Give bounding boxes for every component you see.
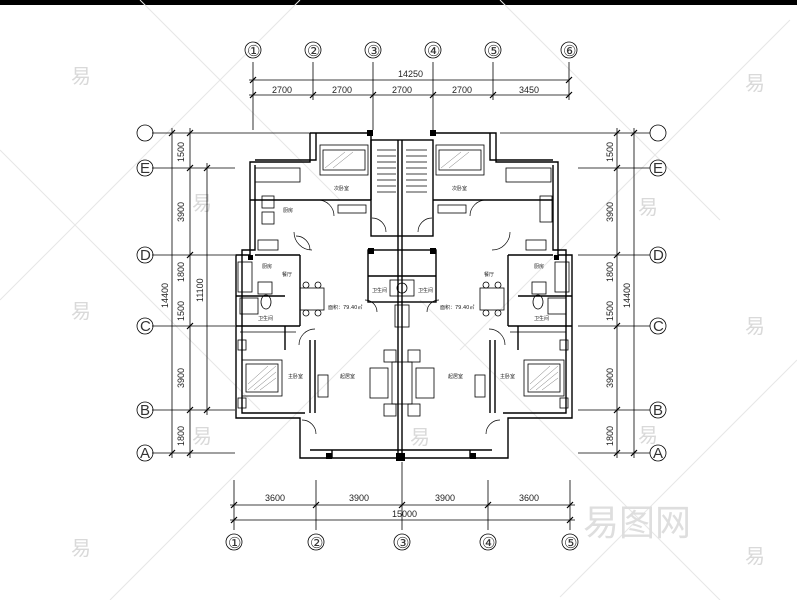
right-dimensions (500, 124, 667, 462)
room-label-second-bedroom-left: 次卧室 (334, 185, 349, 192)
watermark-logo: 易图网 (583, 503, 691, 544)
left-total-inner: 11100 (195, 278, 205, 302)
room-label-master-bedroom-right: 主卧室 (500, 373, 515, 380)
axis-label-top-4: ④ (427, 43, 440, 60)
room-label-toilet-right: 卫生间 (534, 315, 549, 322)
axis-label-top-2: ② (307, 43, 320, 60)
door-swings (293, 199, 511, 435)
axis-label-top-3: ③ (367, 43, 380, 60)
axis-label-top-5: ⑤ (487, 43, 500, 60)
room-label-toilet-left: 卫生间 (258, 315, 273, 322)
top-total-dim: 14250 (398, 69, 423, 79)
right-dim-ticks (613, 129, 638, 457)
top-dim-5: 3450 (519, 85, 539, 95)
right-dim-3: 1800 (605, 262, 615, 282)
room-label-dining-left: 餐厅 (282, 271, 292, 278)
left-dim-2: 3900 (176, 202, 186, 222)
right-dim-2: 3900 (605, 202, 615, 222)
room-label-dining-right: 餐厅 (484, 271, 494, 278)
axis-label-left-C: C (140, 318, 151, 335)
axis-label-bottom-4: ④ (482, 535, 495, 552)
staircase (377, 149, 427, 193)
watermark-char: 易 (192, 424, 212, 448)
axis-label-left-D: D (140, 247, 151, 264)
top-dim-3: 2700 (392, 85, 412, 95)
area-label-right: 面积：79.40㎡ (440, 304, 474, 311)
watermark-char: 易 (745, 314, 765, 338)
watermark-char: 易 (745, 71, 765, 95)
furniture (237, 144, 570, 417)
left-dim-4: 1500 (176, 301, 186, 321)
room-label-second-bedroom-right: 次卧室 (452, 185, 467, 192)
axis-label-right-E: E (653, 160, 663, 177)
left-total-outer: 14400 (160, 283, 170, 308)
bed-hatching (247, 151, 559, 391)
right-dim-6: 1800 (605, 426, 615, 446)
watermark-char: 易 (745, 544, 765, 568)
axis-label-top-1: ① (247, 43, 260, 60)
room-label-master-bedroom-left: 主卧室 (288, 373, 303, 380)
axis-label-bottom-2: ② (310, 535, 323, 552)
bottom-dim-2: 3900 (349, 493, 369, 503)
bottom-dim-ticks (230, 501, 574, 524)
area-label-left: 面积：79.40㎡ (328, 304, 362, 311)
bottom-total-dim: 15000 (392, 509, 417, 519)
top-dim-4: 2700 (452, 85, 472, 95)
top-dimensions (244, 41, 578, 130)
axis-label-top-6: ⑥ (563, 43, 576, 60)
room-label-living-left: 起居室 (340, 373, 355, 380)
watermark-char: 易 (638, 423, 658, 447)
right-dim-1: 1500 (605, 142, 615, 162)
room-label-toilet-core-right: 卫生间 (418, 287, 433, 294)
watermark-char: 易 (638, 195, 658, 219)
axis-label-right-C: C (653, 318, 664, 335)
watermark-char: 易 (71, 536, 91, 560)
axis-label-left-B: B (140, 402, 150, 419)
room-label-kitchen-right: 厨房 (534, 263, 544, 270)
axis-label-left-E: E (140, 160, 150, 177)
left-dim-ticks (168, 129, 211, 457)
bottom-dim-3: 3900 (435, 493, 455, 503)
structural-columns (248, 130, 559, 461)
left-dim-3: 1800 (176, 262, 186, 282)
right-dim-5: 3900 (605, 368, 615, 388)
left-dim-5: 3900 (176, 368, 186, 388)
room-label-kitchen-left: 厨房 (262, 263, 272, 270)
top-dim-ticks (249, 76, 573, 99)
left-dimensions (136, 124, 310, 462)
room-label-kitchen-left-top: 厨房 (283, 207, 293, 214)
top-border-bar (0, 0, 797, 5)
top-dim-2: 2700 (332, 85, 352, 95)
axis-label-left-A: A (140, 445, 150, 462)
axis-label-right-B: B (653, 402, 663, 419)
right-dim-4: 1500 (605, 301, 615, 321)
axis-label-right-D: D (653, 247, 664, 264)
watermark-char: 易 (71, 64, 91, 88)
watermark-char: 易 (192, 191, 212, 215)
left-dim-6: 1800 (176, 426, 186, 446)
room-label-toilet-core-left: 卫生间 (372, 287, 387, 294)
axis-label-bottom-3: ③ (396, 535, 409, 552)
watermark-char: 易 (71, 299, 91, 323)
top-dim-1: 2700 (272, 85, 292, 95)
left-dim-1: 1500 (176, 142, 186, 162)
watermark-char: 易 (410, 425, 430, 449)
room-label-living-right: 起居室 (448, 373, 463, 380)
bottom-dim-4: 3600 (519, 493, 539, 503)
right-total: 14400 (622, 283, 632, 308)
bottom-dim-1: 3600 (265, 493, 285, 503)
axis-label-right-A: A (653, 445, 663, 462)
axis-label-bottom-5: ⑤ (564, 535, 577, 552)
axis-label-bottom-1: ① (228, 535, 241, 552)
